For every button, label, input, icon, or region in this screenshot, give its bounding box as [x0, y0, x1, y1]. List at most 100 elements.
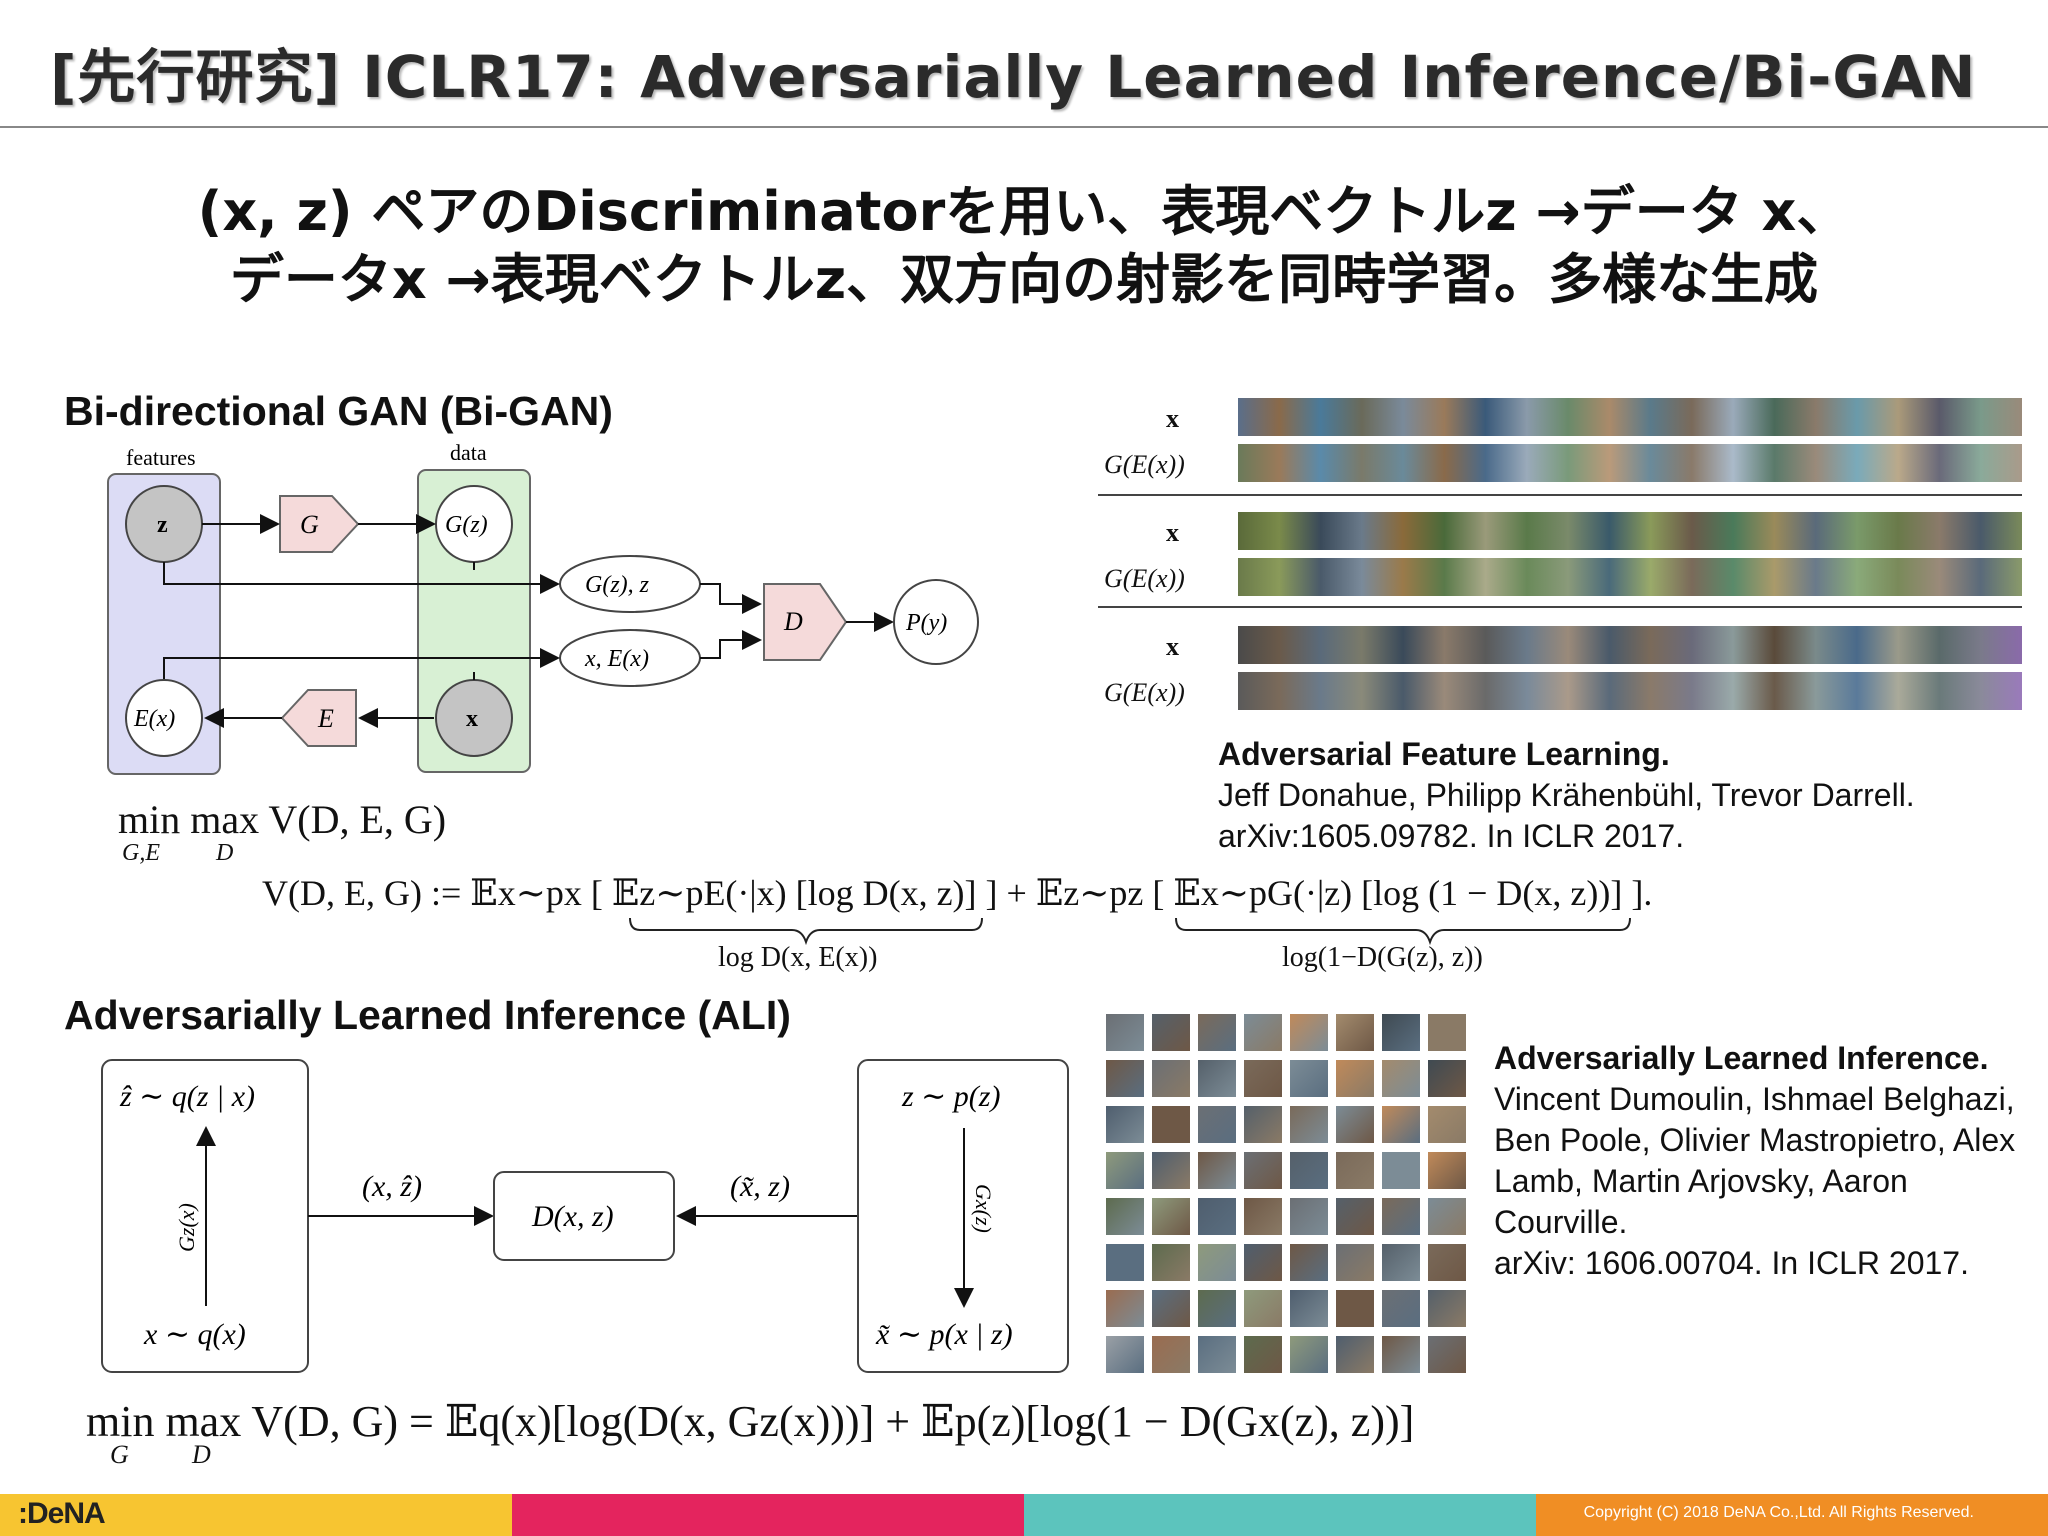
bigan-citation-venue: arXiv:1605.09782. In ICLR 2017.	[1218, 818, 1685, 854]
ali-right-bottom: x̃ ∼ p(x | z)	[875, 1318, 1013, 1351]
row-label-gex-2: G(E(x))	[1104, 564, 1185, 593]
sample-thumbnail	[1152, 1336, 1190, 1373]
sample-thumbnail	[1106, 1290, 1144, 1327]
sample-thumbnail	[1152, 1152, 1190, 1189]
ali-left-top: ẑ ∼ q(z | x)	[119, 1080, 255, 1113]
bigan-max-subscript: D	[216, 840, 234, 866]
image-strip	[1238, 444, 2022, 482]
bigan-citation: Adversarial Feature Learning. Jeff Donah…	[1218, 734, 2018, 857]
gz-z-pair-label: G(z), z	[585, 572, 650, 598]
bigan-citation-authors: Jeff Donahue, Philipp Krähenbühl, Trevor…	[1218, 777, 1915, 813]
ali-discriminator-label: D(x, z)	[531, 1200, 614, 1233]
ali-pair-right: (x̃, z)	[730, 1170, 790, 1203]
footer-segment	[1536, 1494, 2048, 1536]
image-strip	[1238, 626, 2022, 664]
sample-thumbnail	[1198, 1106, 1236, 1143]
dena-logo: :DeNA	[18, 1497, 106, 1530]
sample-thumbnail	[1290, 1244, 1328, 1281]
sample-thumbnail	[1244, 1014, 1282, 1051]
sample-thumbnail	[1290, 1152, 1328, 1189]
sample-thumbnail	[1106, 1060, 1144, 1097]
sample-thumbnail	[1244, 1152, 1282, 1189]
sample-thumbnail	[1290, 1290, 1328, 1327]
data-label: data	[450, 440, 487, 465]
image-strip	[1238, 512, 2022, 550]
sample-thumbnail	[1382, 1244, 1420, 1281]
sample-thumbnail	[1198, 1014, 1236, 1051]
sample-thumbnail	[1428, 1106, 1466, 1143]
encoder-label: E	[317, 704, 334, 733]
sample-thumbnail	[1336, 1106, 1374, 1143]
row-divider	[1098, 606, 2022, 608]
sample-thumbnail	[1382, 1152, 1420, 1189]
sample-thumbnail	[1428, 1244, 1466, 1281]
footer-segment	[512, 1494, 1024, 1536]
ali-citation-title: Adversarially Learned Inference.	[1494, 1040, 1989, 1076]
row-label-x-2: x	[1166, 518, 1179, 547]
sample-thumbnail	[1152, 1290, 1190, 1327]
encoder-node	[280, 689, 357, 747]
discriminator-label: D	[783, 607, 803, 636]
sample-thumbnail	[1382, 1290, 1420, 1327]
sample-thumbnail	[1382, 1014, 1420, 1051]
ali-discriminator-box	[493, 1171, 675, 1261]
sample-thumbnail	[1428, 1336, 1466, 1373]
bigan-diagram: features data z G G(z) G(z), z x, E(x) D…	[107, 440, 979, 775]
bigan-braces	[629, 917, 1631, 946]
sample-thumbnail	[1428, 1060, 1466, 1097]
bigan-brace-label-2: log(1−D(G(z), z))	[1282, 942, 1483, 973]
title-divider	[0, 126, 2048, 128]
features-label: features	[126, 445, 196, 470]
generator-label: G	[300, 510, 319, 539]
sample-thumbnail	[1290, 1060, 1328, 1097]
sample-thumbnail	[1198, 1060, 1236, 1097]
sample-thumbnail	[1198, 1244, 1236, 1281]
sample-thumbnail	[1336, 1244, 1374, 1281]
sample-thumbnail	[1244, 1060, 1282, 1097]
bigan-heading: Bi-directional GAN (Bi-GAN)	[64, 388, 613, 434]
sample-thumbnail	[1244, 1106, 1282, 1143]
image-strip	[1238, 558, 2022, 596]
sample-thumbnail	[1106, 1198, 1144, 1235]
sample-thumbnail	[1336, 1198, 1374, 1235]
sample-thumbnail	[1106, 1152, 1144, 1189]
image-strip	[1238, 672, 2022, 710]
x-node-label: x	[466, 706, 478, 732]
ali-right-arrow-label: Gx(z)	[971, 1184, 996, 1233]
sample-thumbnail	[1198, 1336, 1236, 1373]
ali-pair-left: (x, ẑ)	[362, 1170, 422, 1203]
sample-thumbnail	[1152, 1060, 1190, 1097]
z-node-label: z	[157, 512, 168, 538]
slide-title: [先行研究] ICLR17: Adversarially Learned Inf…	[50, 43, 1977, 111]
sample-thumbnail	[1244, 1336, 1282, 1373]
ali-citation-venue: arXiv: 1606.00704. In ICLR 2017.	[1494, 1245, 1969, 1281]
sample-thumbnail	[1152, 1244, 1190, 1281]
subtitle-line-1: (x, z) ペアのDiscriminatorを用い、表現ベクトルz →データ …	[197, 180, 1851, 243]
bigan-brace-label-1: log D(x, E(x))	[718, 942, 878, 973]
sample-thumbnail	[1336, 1290, 1374, 1327]
ali-max-subscript: D	[192, 1440, 211, 1469]
bigan-value-function: V(D, E, G) := 𝔼x∼px [ 𝔼z∼pE(·|x) [log D(…	[262, 873, 1653, 913]
sample-thumbnail	[1152, 1014, 1190, 1051]
ali-samples	[1106, 1014, 1474, 1380]
sample-thumbnail	[1152, 1106, 1190, 1143]
slide-subtitle: (x, z) ペアのDiscriminatorを用い、表現ベクトルz →データ …	[0, 178, 2048, 314]
footer-segment	[1024, 1494, 1536, 1536]
ali-left-arrow-label: Gz(x)	[174, 1203, 199, 1252]
ali-heading: Adversarially Learned Inference (ALI)	[64, 992, 791, 1038]
sample-thumbnail	[1198, 1152, 1236, 1189]
ali-objective: min max V(D, G) = 𝔼q(x)[log(D(x, Gz(x)))…	[86, 1397, 1415, 1446]
bigan-citation-title: Adversarial Feature Learning.	[1218, 736, 1670, 772]
sample-thumbnail	[1244, 1290, 1282, 1327]
ex-node	[125, 679, 203, 757]
gz-node-label: G(z)	[445, 512, 488, 538]
sample-thumbnail	[1382, 1060, 1420, 1097]
discriminator-node	[763, 583, 848, 661]
sample-thumbnail	[1244, 1198, 1282, 1235]
sample-thumbnail	[1428, 1290, 1466, 1327]
bigan-minmax-text: min max V(D, E, G)	[118, 797, 447, 842]
ali-citation: Adversarially Learned Inference. Vincent…	[1494, 1038, 2034, 1284]
sample-thumbnail	[1290, 1336, 1328, 1373]
sample-thumbnail	[1290, 1106, 1328, 1143]
sample-thumbnail	[1290, 1198, 1328, 1235]
